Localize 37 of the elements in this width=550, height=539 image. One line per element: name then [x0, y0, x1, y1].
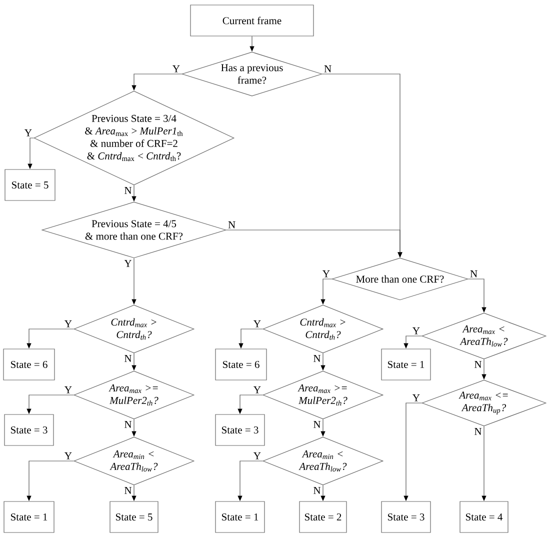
- process-box: State = 1: [215, 501, 265, 533]
- process-box: State = 1: [381, 348, 431, 380]
- edge-label: Y: [64, 452, 72, 460]
- edge-label: Y: [412, 326, 420, 335]
- edge-label: N: [312, 354, 322, 362]
- edge-label: Y: [64, 320, 72, 328]
- edge-label: Y: [64, 386, 72, 394]
- edge-label: N: [324, 64, 332, 73]
- edge-label: Y: [322, 270, 330, 278]
- edge-label: Y: [252, 452, 262, 460]
- process-box: State = 3: [4, 414, 54, 446]
- edge-label: Y: [172, 64, 180, 73]
- edge-label: N: [470, 270, 478, 278]
- edge-label: Y: [24, 128, 32, 137]
- process-box: State = 1: [4, 501, 54, 533]
- edge-label: N: [228, 220, 236, 229]
- process-box: State = 5: [110, 501, 158, 533]
- edge-label: Y: [252, 320, 262, 328]
- edge-label: Y: [252, 386, 262, 394]
- process-box: State = 3: [215, 414, 265, 446]
- edge-label: N: [312, 486, 322, 494]
- edge-label: N: [124, 186, 132, 194]
- edge-label: N: [474, 360, 482, 368]
- edge-label: N: [312, 420, 322, 428]
- edge-label: Y: [124, 260, 132, 268]
- edge-label: N: [124, 354, 132, 362]
- process-box: State = 6: [3, 348, 55, 380]
- process-box: State = 4: [460, 501, 508, 533]
- edge-label: N: [124, 486, 132, 494]
- edge-label: N: [124, 420, 132, 428]
- process-box: State = 3: [381, 501, 431, 533]
- process-box: Current frame: [190, 4, 314, 36]
- edge-label: Y: [412, 394, 420, 402]
- process-box: State = 5: [4, 169, 56, 201]
- edge-label: N: [474, 428, 482, 436]
- process-box: State = 2: [299, 501, 347, 533]
- process-box: State = 6: [215, 348, 267, 380]
